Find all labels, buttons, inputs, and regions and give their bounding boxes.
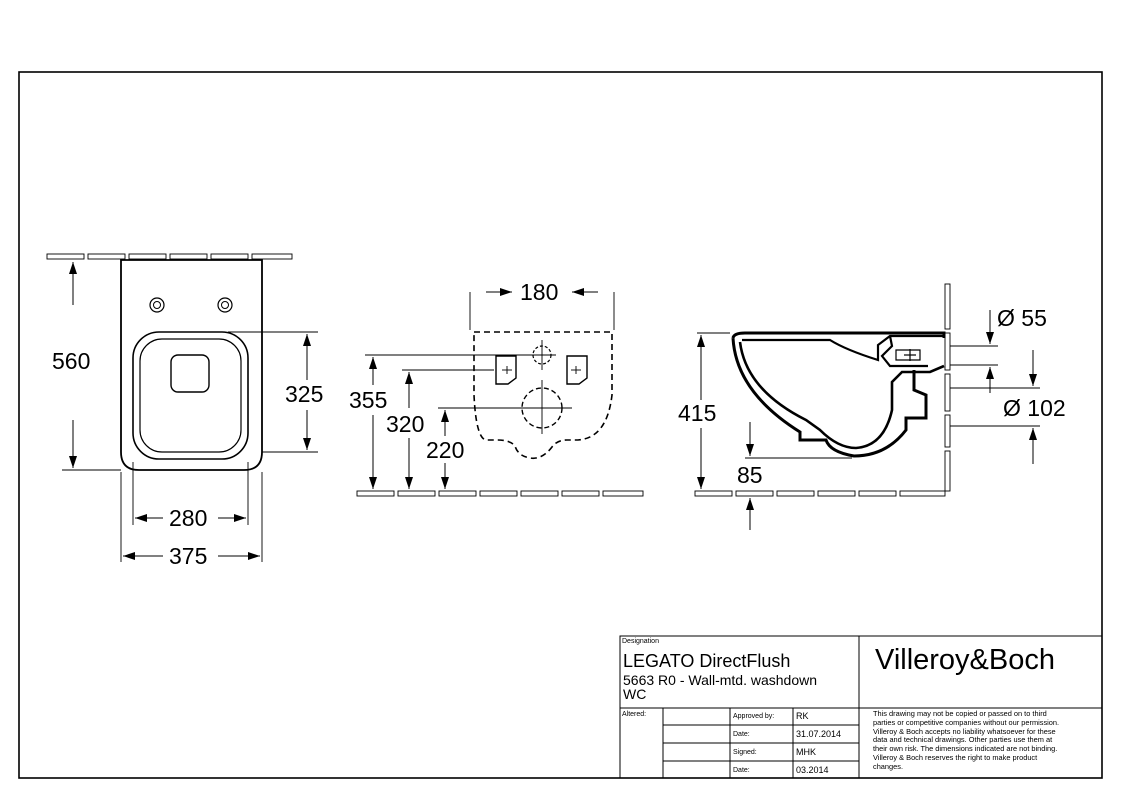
- disclaimer-line: Villeroy & Boch accepts no liability wha…: [873, 726, 1056, 736]
- title-block-frame: [619, 635, 1103, 779]
- product-desc-line1: 5663 R0 - Wall-mtd. washdown: [623, 672, 818, 688]
- front-view: [356, 288, 644, 497]
- top-wall-strip: [46, 253, 293, 260]
- product-desc-line2: WC: [623, 686, 647, 702]
- dim-dia102: Ø 102: [1003, 395, 1066, 421]
- date-label-2: Date:: [733, 767, 750, 774]
- brand-logo-text: Villeroy&Boch: [875, 644, 1056, 676]
- date-label-1: Date:: [733, 731, 750, 738]
- signed-value: MHK: [796, 747, 816, 757]
- bolt-hole-right: [217, 297, 233, 313]
- product-name: LEGATO DirectFlush: [623, 651, 791, 671]
- date-value-1: 31.07.2014: [796, 729, 842, 739]
- designation-label: Designation: [622, 638, 659, 645]
- disclaimer-line: Villeroy & Boch reserves the right to ma…: [873, 752, 1038, 762]
- side-inlet: [895, 349, 921, 361]
- dim-180: 180: [520, 279, 558, 305]
- front-bracket-right: [566, 355, 588, 385]
- side-wall-strip: [944, 283, 951, 492]
- date-value-2: 03.2014: [796, 765, 829, 775]
- dim-375: 375: [169, 543, 207, 569]
- front-dashed-outline: [473, 331, 613, 460]
- drawing-border: [18, 71, 1103, 779]
- approved-by-value: RK: [796, 711, 809, 721]
- side-view: [694, 283, 1040, 530]
- bolt-hole-left: [149, 297, 165, 313]
- side-bowl-inner: [738, 341, 945, 450]
- disclaimer-line: This drawing may not be copied or passed…: [873, 709, 1047, 718]
- side-floor-strip: [694, 490, 946, 497]
- side-rim: [742, 334, 944, 368]
- disclaimer-line: their own risk. The dimensions indicated…: [873, 744, 1058, 754]
- disclaimer-line: parties or competitive companies without…: [873, 717, 1060, 727]
- top-seat-inner: [139, 338, 242, 453]
- front-bracket-left: [495, 355, 517, 385]
- top-view: [46, 253, 318, 562]
- altered-label: Altered:: [622, 711, 647, 718]
- dim-85: 85: [737, 462, 763, 488]
- dim-dia55: Ø 55: [997, 305, 1047, 331]
- dim-220: 220: [426, 437, 464, 463]
- dim-320: 320: [386, 411, 424, 437]
- approved-by-label: Approved by:: [733, 713, 775, 720]
- side-bowl-outer: [731, 331, 946, 458]
- disclaimer-line: changes.: [873, 761, 903, 771]
- dim-280: 280: [169, 505, 207, 531]
- top-bowl-opening: [170, 354, 210, 393]
- signed-label: Signed:: [733, 749, 757, 756]
- top-bowl-outline: [120, 259, 263, 471]
- dim-415: 415: [678, 400, 716, 426]
- disclaimer: This drawing may not be copied or passed…: [873, 709, 1101, 772]
- dim-355: 355: [349, 387, 387, 413]
- top-seat-outer: [132, 331, 249, 460]
- dim-560: 560: [52, 348, 90, 374]
- front-floor-strip: [356, 490, 644, 497]
- dim-325: 325: [285, 381, 323, 407]
- disclaimer-line: data and technical drawings. Other parti…: [873, 735, 1053, 745]
